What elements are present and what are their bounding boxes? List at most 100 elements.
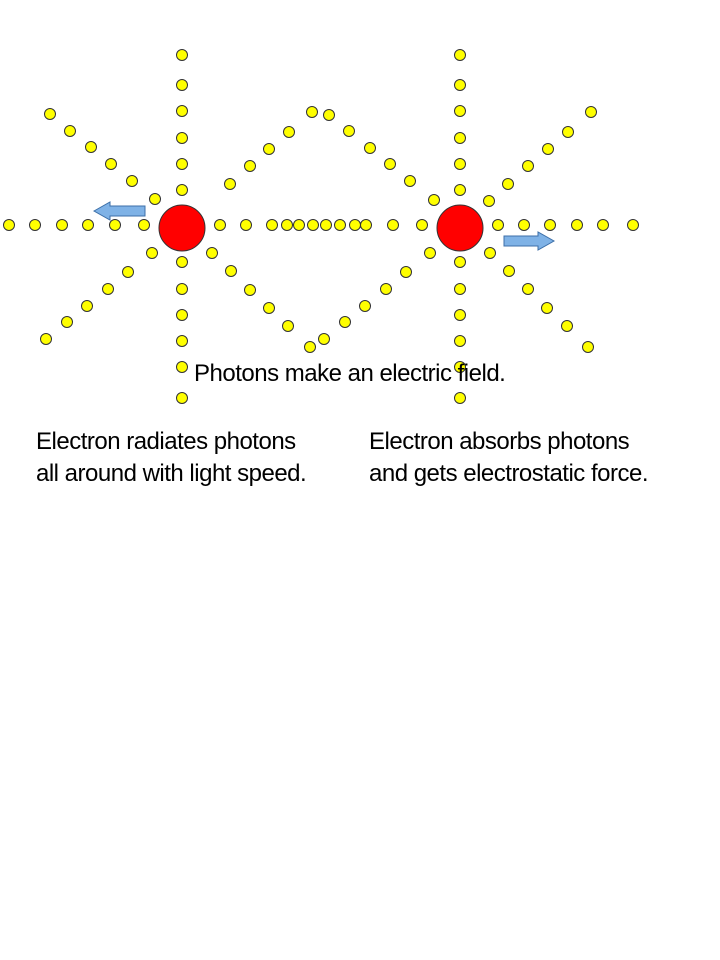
photon-dot xyxy=(454,335,466,347)
photon-dot xyxy=(400,266,412,278)
photon-dot xyxy=(176,309,188,321)
photon-dot xyxy=(149,193,161,205)
photon-dot xyxy=(3,219,15,231)
photon-dot xyxy=(562,126,574,138)
photon-dot xyxy=(384,158,396,170)
photon-dot xyxy=(416,219,428,231)
photon-dot xyxy=(318,333,330,345)
photon-dot xyxy=(307,219,319,231)
photon-dot xyxy=(244,284,256,296)
photon-dot xyxy=(424,247,436,259)
photon-dot xyxy=(266,219,278,231)
photon-dot xyxy=(541,302,553,314)
photon-dots xyxy=(3,49,639,404)
photon-dot xyxy=(176,184,188,196)
photon-dot xyxy=(518,219,530,231)
photon-dot xyxy=(263,302,275,314)
field-caption: Photons make an electric field. xyxy=(194,360,506,387)
photon-dot xyxy=(146,247,158,259)
photon-dot xyxy=(582,341,594,353)
photon-dot xyxy=(339,316,351,328)
photon-dot xyxy=(56,219,68,231)
photon-dot xyxy=(82,219,94,231)
photon-dot xyxy=(454,283,466,295)
photon-dot xyxy=(263,143,275,155)
photon-dot xyxy=(282,320,294,332)
photon-dot xyxy=(61,316,73,328)
photon-dot xyxy=(40,333,52,345)
photon-dot xyxy=(359,300,371,312)
photon-dot xyxy=(176,132,188,144)
photon-dot xyxy=(244,160,256,172)
photon-dot xyxy=(349,219,361,231)
radiate-caption-line-1: Electron radiates photons xyxy=(36,428,296,455)
photon-dot xyxy=(428,194,440,206)
photon-dot xyxy=(225,265,237,277)
photon-dot xyxy=(176,283,188,295)
photon-dot xyxy=(380,283,392,295)
photon-dot xyxy=(240,219,252,231)
photon-dot xyxy=(81,300,93,312)
photon-dot xyxy=(334,219,346,231)
photon-dot xyxy=(176,392,188,404)
electrons xyxy=(158,204,484,252)
photon-dot xyxy=(597,219,609,231)
photon-dot xyxy=(323,109,335,121)
photon-dot xyxy=(281,219,293,231)
photon-dot xyxy=(214,219,226,231)
photon-dot xyxy=(542,143,554,155)
right-arrow xyxy=(503,231,556,251)
photon-dot xyxy=(44,108,56,120)
photon-dot xyxy=(293,219,305,231)
photon-dot xyxy=(454,79,466,91)
photon-dot xyxy=(454,49,466,61)
absorb-caption-line-2: and gets electrostatic force. xyxy=(369,460,648,487)
photon-dot xyxy=(585,106,597,118)
photon-dot xyxy=(454,392,466,404)
photon-dot xyxy=(224,178,236,190)
photon-dot xyxy=(502,178,514,190)
emitting-electron xyxy=(158,204,206,252)
photon-dot xyxy=(360,219,372,231)
photon-dot xyxy=(364,142,376,154)
absorb-caption-line-1: Electron absorbs photons xyxy=(369,428,630,455)
photon-dot xyxy=(343,125,355,137)
photon-dot xyxy=(109,219,121,231)
photon-dot xyxy=(454,105,466,117)
photon-dot xyxy=(561,320,573,332)
photon-dot xyxy=(64,125,76,137)
photon-dot xyxy=(387,219,399,231)
photon-dot xyxy=(176,49,188,61)
photon-dot xyxy=(503,265,515,277)
absorbing-electron xyxy=(436,204,484,252)
photon-dot xyxy=(454,309,466,321)
photon-dot xyxy=(304,341,316,353)
photon-dot xyxy=(454,132,466,144)
photon-dot xyxy=(176,361,188,373)
photon-dot xyxy=(176,79,188,91)
photon-dot xyxy=(522,283,534,295)
photon-dot xyxy=(522,160,534,172)
photon-dot xyxy=(320,219,332,231)
photon-dot xyxy=(544,219,556,231)
photon-dot xyxy=(571,219,583,231)
photon-dot xyxy=(105,158,117,170)
photon-dot xyxy=(176,105,188,117)
photon-dot xyxy=(29,219,41,231)
photon-dot xyxy=(454,361,466,373)
electron-photon-diagram xyxy=(3,49,639,404)
photon-dot xyxy=(102,283,114,295)
photon-dot xyxy=(483,195,495,207)
photon-dot xyxy=(306,106,318,118)
radiate-caption: Electron radiates photons all around wit… xyxy=(36,426,307,490)
photon-dot xyxy=(138,219,150,231)
photon-dot xyxy=(176,256,188,268)
photon-dot xyxy=(627,219,639,231)
photon-dot xyxy=(484,247,496,259)
photon-dot xyxy=(176,158,188,170)
photon-dot xyxy=(492,219,504,231)
force-arrows xyxy=(92,201,556,251)
photon-dot xyxy=(283,126,295,138)
photon-dot xyxy=(454,256,466,268)
photon-dot xyxy=(85,141,97,153)
